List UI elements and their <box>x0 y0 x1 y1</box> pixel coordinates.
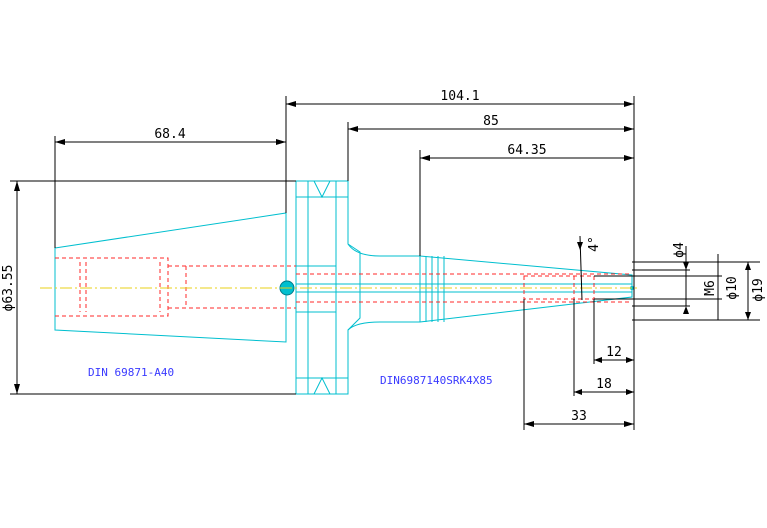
label-33: 33 <box>571 409 587 424</box>
standard-notes: DIN 69871-A40 DIN6987140SRK4X85 <box>88 366 493 387</box>
shank-bore <box>168 265 296 309</box>
extension-body <box>347 243 633 331</box>
note-collet-standard: DIN6987140SRK4X85 <box>380 374 493 387</box>
label-85: 85 <box>483 114 499 129</box>
pull-stud-thread <box>55 257 169 317</box>
angle-arrow <box>577 242 583 250</box>
label-68-4: 68.4 <box>154 127 185 142</box>
label-phi-19: ϕ19 <box>751 278 766 301</box>
label-phi-10: ϕ10 <box>725 276 740 299</box>
dimension-lines <box>10 96 760 430</box>
taper-shank <box>54 212 287 343</box>
v-groove-top <box>313 180 331 199</box>
label-4-deg: 4° <box>587 236 602 252</box>
arrows-12 <box>594 357 634 363</box>
note-taper-standard: DIN 69871-A40 <box>88 366 174 379</box>
label-phi-63-55: ϕ63.55 <box>1 265 16 312</box>
label-104-1: 104.1 <box>440 89 479 104</box>
label-64-35: 64.35 <box>507 143 546 158</box>
label-18: 18 <box>596 377 612 392</box>
flange-body <box>295 180 361 395</box>
pull-stud-inner <box>79 262 161 312</box>
dimension-labels: 104.1 85 64.35 68.4 ϕ63.55 4° ϕ4 M6 ϕ10 … <box>1 89 766 424</box>
label-m6: M6 <box>703 280 718 296</box>
label-12: 12 <box>606 345 622 360</box>
tool-holder-outline <box>54 180 634 395</box>
v-groove-bottom <box>313 376 331 395</box>
label-phi-4: ϕ4 <box>672 242 687 258</box>
